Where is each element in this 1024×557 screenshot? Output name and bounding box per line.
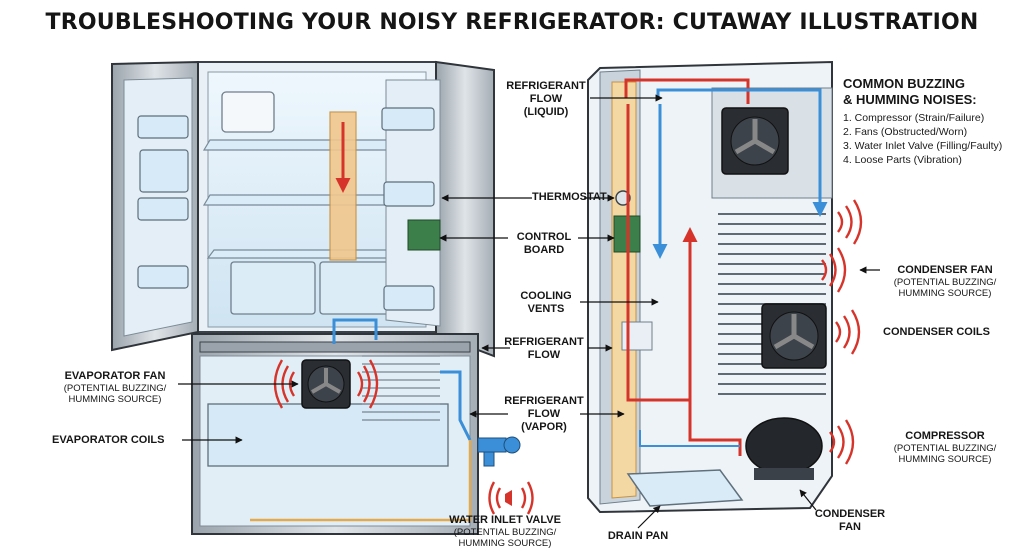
label-condenser-fan-bottom: CONDENSER FAN — [808, 508, 892, 534]
label-line: (VAPOR) — [521, 421, 567, 433]
callout-lines — [178, 94, 880, 529]
label-line: CONDENSER FAN — [897, 264, 993, 276]
label-line: FLOW — [527, 349, 561, 361]
crisper-drawers — [230, 261, 405, 315]
label-line: BOARD — [523, 244, 565, 256]
label-condenser-coils: CONDENSER COILS — [883, 326, 990, 338]
cold-line-top — [656, 88, 828, 217]
hot-line-compressor — [688, 410, 742, 456]
label-line: CONTROL — [516, 231, 572, 243]
control-board-chip — [407, 219, 441, 251]
left-door-bins — [137, 115, 189, 289]
label-compressor: COMPRESSOR (POTENTIAL BUZZING/ HUMMING S… — [880, 430, 1010, 465]
label-drain-pan: DRAIN PAN — [607, 530, 669, 542]
noise-waves-water-valve — [488, 481, 534, 515]
page-title: TROUBLESHOOTING YOUR NOISY REFRIGERATOR:… — [45, 10, 979, 35]
label-line: COOLING — [520, 290, 572, 302]
label-refrigerant-flow: REFRIGERANT FLOW — [498, 336, 590, 362]
list-item: 2. Fans (Obstructed/Worn) — [843, 126, 968, 138]
hot-line-side — [626, 104, 690, 402]
label-line: WATER INLET VALVE — [449, 514, 561, 526]
label-condenser-fan: CONDENSER FAN (POTENTIAL BUZZING/ HUMMIN… — [880, 264, 1010, 299]
water-supply-line — [250, 440, 472, 522]
ice-maker — [221, 91, 275, 133]
label-line: COMPRESSOR — [905, 430, 985, 442]
label-line: FLOW — [527, 408, 561, 420]
noise-waves-compressor — [829, 419, 855, 465]
noise-list-heading-2: & HUMMING NOISES: — [843, 92, 977, 107]
right-door-bins — [381, 107, 435, 311]
label-line: FAN — [839, 521, 861, 533]
noise-waves-condenser-fan — [837, 199, 863, 245]
label-line: (LIQUID) — [523, 106, 569, 118]
label-subline: HUMMING SOURCE) — [458, 538, 552, 549]
label-evaporator-coils: EVAPORATOR COILS — [52, 434, 165, 446]
noise-waves-condenser-coils — [821, 247, 847, 293]
label-line: FLOW — [529, 93, 563, 105]
list-item: 4. Loose Parts (Vibration) — [843, 154, 962, 166]
evaporator-coils — [362, 355, 440, 421]
label-line: REFRIGERANT — [504, 336, 584, 348]
speaker-icon — [505, 490, 512, 506]
label-subline: (POTENTIAL BUZZING/ — [893, 443, 997, 454]
freezer-basket — [207, 403, 449, 467]
compressor-base — [754, 468, 814, 480]
label-water-inlet-valve: WATER INLET VALVE (POTENTIAL BUZZING/ HU… — [440, 514, 570, 549]
label-line: EVAPORATOR FAN — [64, 370, 166, 382]
water-inlet-valve — [477, 436, 521, 467]
noise-list-heading: COMMON BUZZING — [843, 76, 966, 91]
hot-line-top — [624, 78, 750, 104]
label-line: CONDENSER — [814, 508, 886, 520]
label-refrigerant-flow-vapor: REFRIGERANT FLOW (VAPOR) — [498, 395, 590, 434]
noise-waves-condenser-fan-2 — [835, 309, 861, 355]
drain-pan — [626, 469, 744, 507]
label-line: REFRIGERANT — [504, 395, 584, 407]
label-subline: HUMMING SOURCE) — [68, 394, 162, 405]
label-subline: (POTENTIAL BUZZING/ — [453, 527, 557, 538]
cutaway-refrigerator-side-view — [587, 60, 863, 514]
label-cooling-vents: COOLING VENTS — [512, 290, 580, 316]
label-subline: (POTENTIAL BUZZING/ — [63, 383, 167, 394]
list-item: 3. Water Inlet Valve (Filling/Faulty) — [843, 140, 1003, 152]
refrigerant-line-cold — [332, 318, 472, 441]
label-refrigerant-flow-liquid: REFRIGERANT FLOW (LIQUID) — [500, 80, 592, 119]
noise-list-panel: COMMON BUZZING & HUMMING NOISES: 1. Comp… — [843, 76, 1023, 167]
label-evaporator-fan: EVAPORATOR FAN (POTENTIAL BUZZING/ HUMMI… — [50, 370, 180, 405]
label-control-board: CONTROL BOARD — [510, 231, 578, 257]
label-line: VENTS — [527, 303, 565, 315]
label-subline: HUMMING SOURCE) — [898, 288, 992, 299]
noise-list: 1. Compressor (Strain/Failure) 2. Fans (… — [843, 111, 1023, 167]
list-item: 1. Compressor (Strain/Failure) — [843, 112, 985, 124]
label-subline: (POTENTIAL BUZZING/ — [893, 277, 997, 288]
label-line: REFRIGERANT — [506, 80, 586, 92]
label-thermostat: THERMOSTAT — [532, 191, 607, 203]
insulation-layer — [611, 81, 637, 499]
label-subline: HUMMING SOURCE) — [898, 454, 992, 465]
right-door — [435, 60, 495, 358]
french-door-refrigerator — [111, 60, 534, 535]
compressor-body — [745, 417, 823, 475]
cold-line-compressor — [639, 430, 740, 447]
